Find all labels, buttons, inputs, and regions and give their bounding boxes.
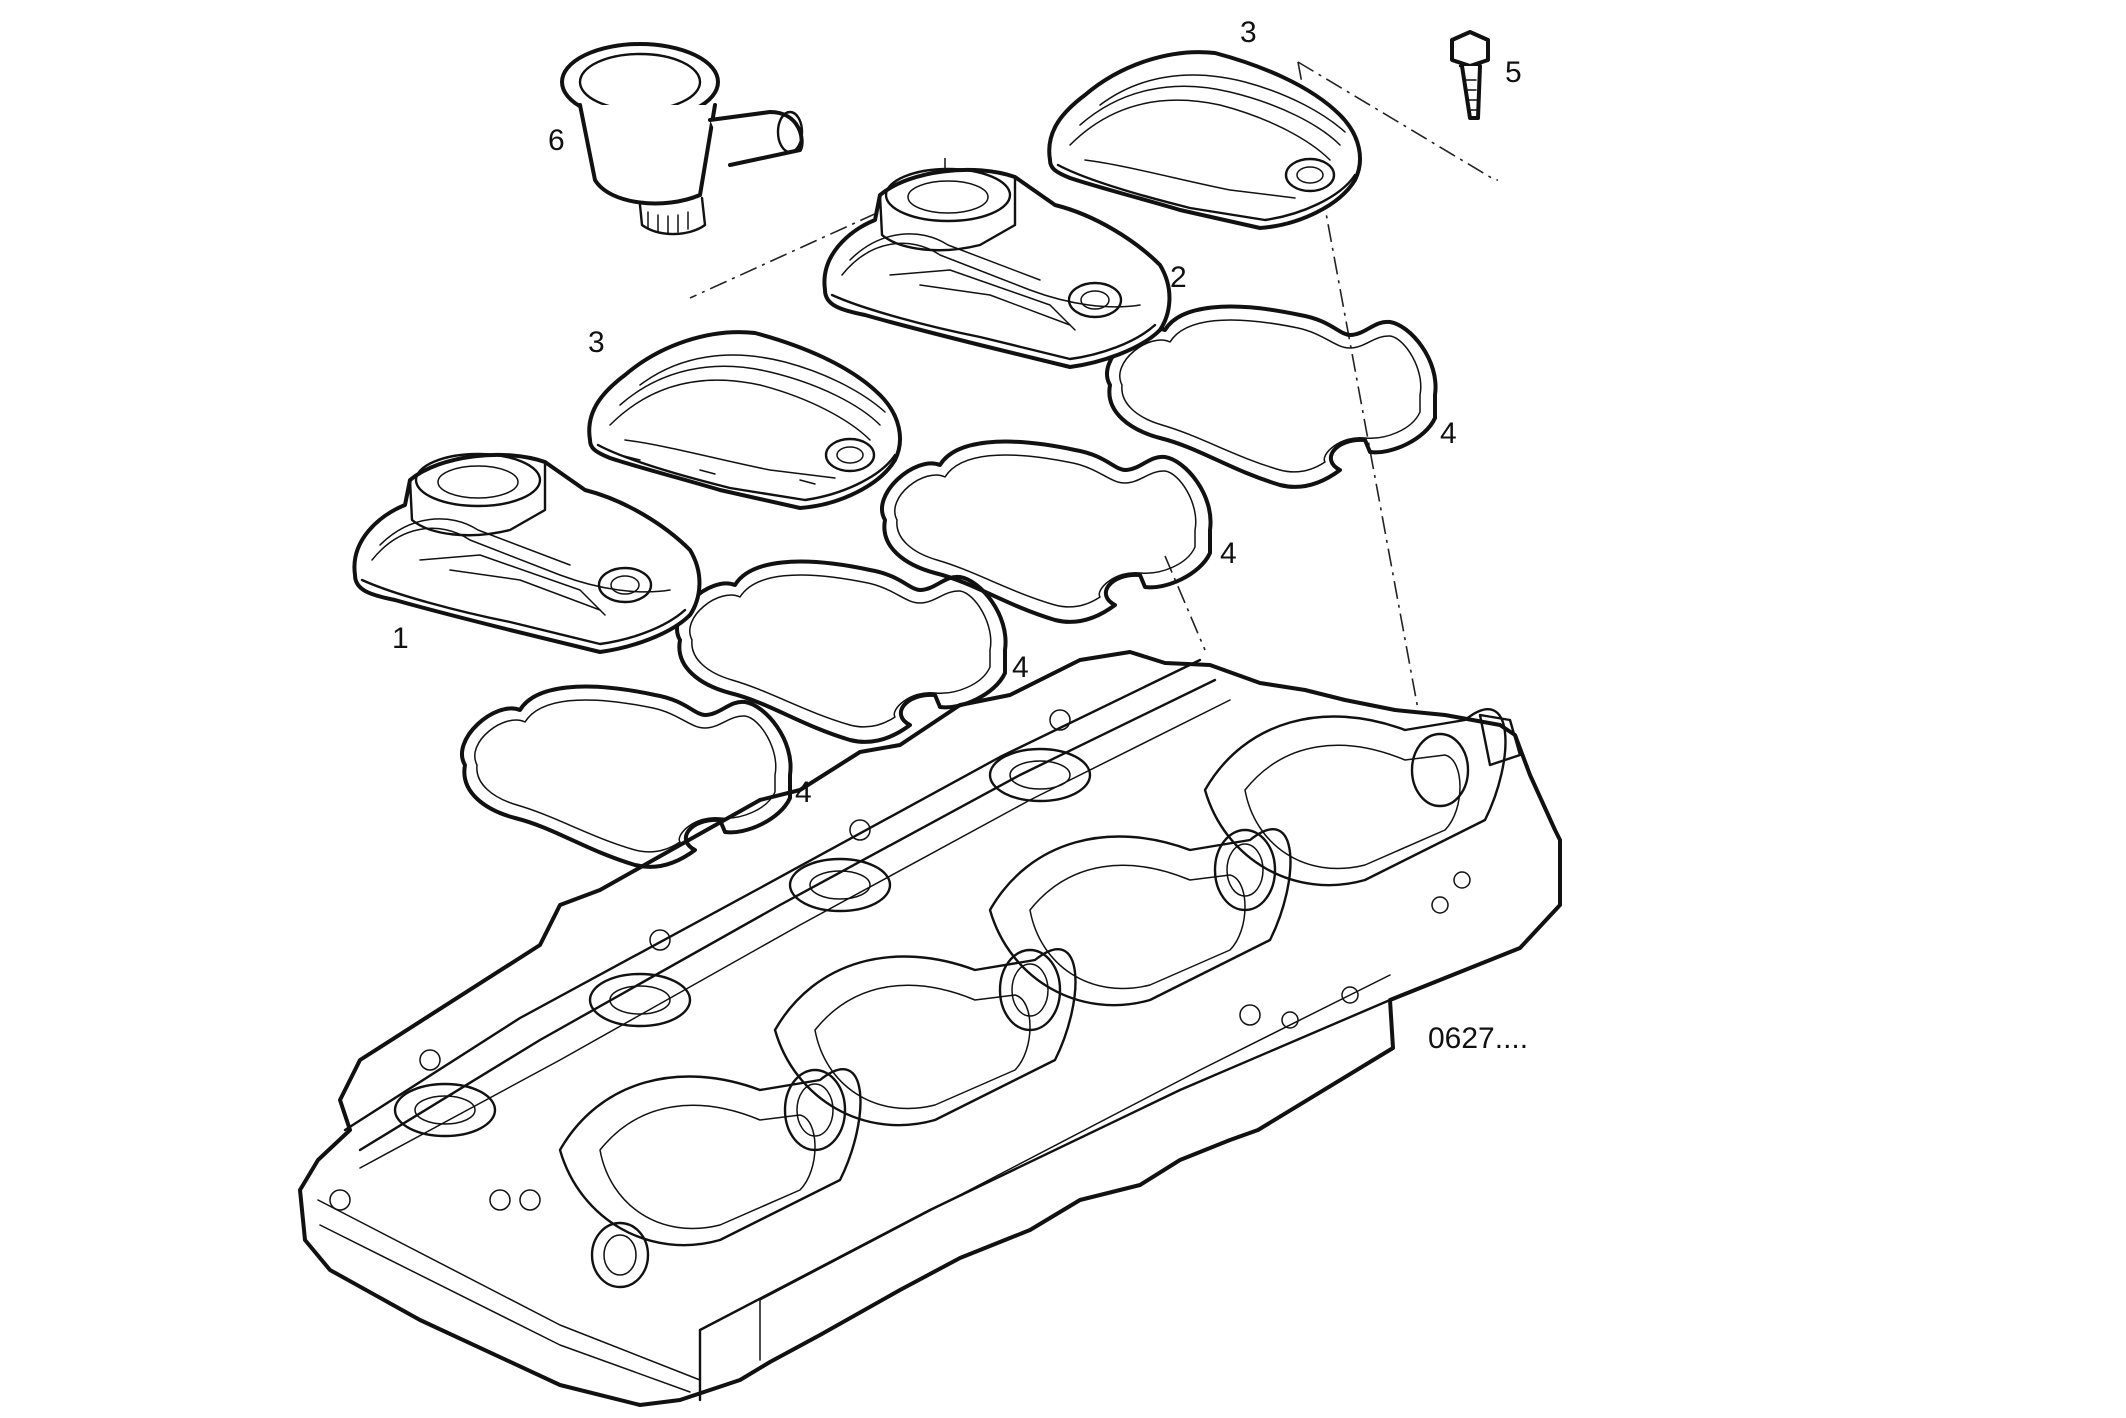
callout-gasket-front: 4 (795, 776, 812, 809)
callout-cover-breather: 2 (1170, 261, 1187, 294)
callout-breather-cap: 6 (548, 124, 565, 157)
valve-cover-rear-with-boss (822, 167, 1172, 369)
gasket-mid-front (675, 559, 1008, 744)
callout-labels: 1 2 3 3 4 4 4 4 5 6 0627.... (392, 16, 1528, 1055)
callout-gasket-rear: 4 (1440, 417, 1457, 450)
valve-cover-plain-front (587, 330, 902, 510)
cover-bolt (1450, 30, 1490, 120)
head-bolt-bosses (329, 709, 1471, 1211)
reference-code: 0627.... (1428, 1022, 1528, 1055)
gasket-mid-rear (880, 439, 1213, 624)
callout-gasket-mid-front: 4 (1012, 651, 1029, 684)
callout-cover-plain-rear: 3 (1240, 16, 1257, 49)
valve-cover-plain-rear (1047, 50, 1362, 230)
gasket-rear (1105, 304, 1438, 489)
callout-cover-plain-front: 3 (588, 326, 605, 359)
cylinder-head (298, 650, 1562, 1407)
valve-cover-front-with-boss (352, 452, 702, 654)
callout-cover-front: 1 (392, 622, 409, 655)
breather-cap (560, 42, 804, 236)
gasket-front (460, 684, 793, 869)
callout-bolt: 5 (1505, 56, 1522, 89)
callout-gasket-mid-rear: 4 (1220, 537, 1237, 570)
